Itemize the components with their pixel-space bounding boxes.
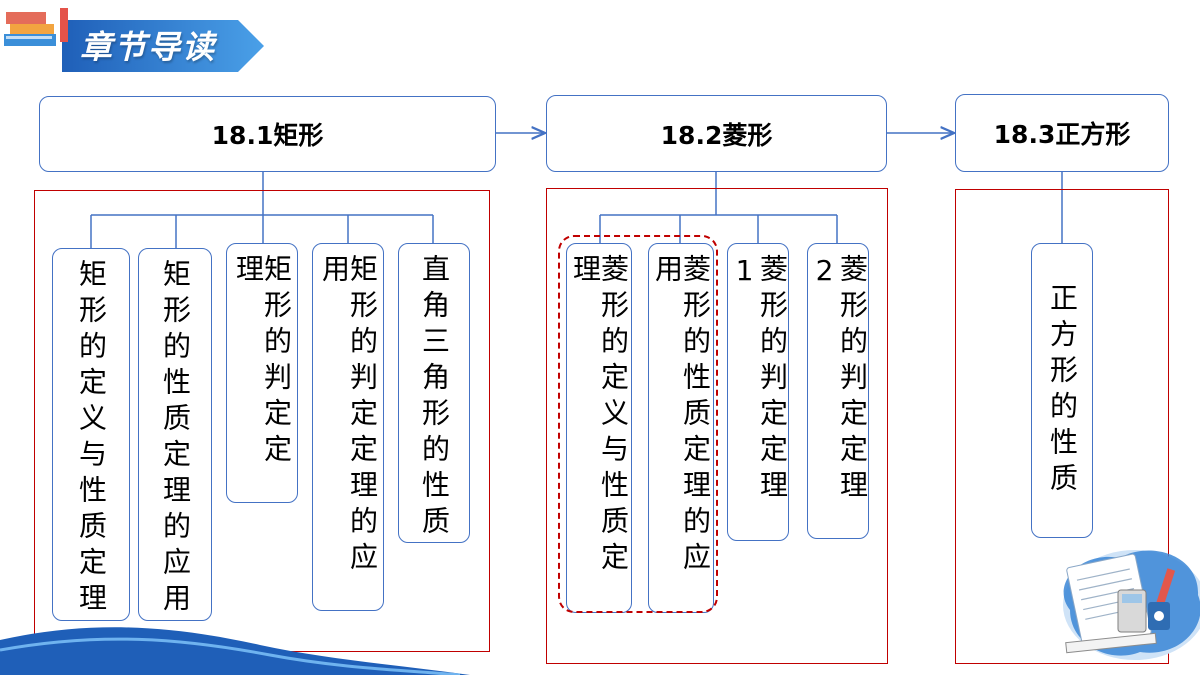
page-title: 章节导读 [80, 28, 217, 66]
topic-label: 矩形的定义与性质定理 [75, 259, 108, 619]
wave-decoration [0, 627, 470, 675]
topic-label: 矩形的判定定理 [232, 254, 293, 470]
calculator-icon [1117, 589, 1147, 633]
tree-section-1 [90, 172, 434, 248]
topic-box-2-4: 菱形的判定定理2 [807, 243, 869, 539]
topic-box-1-1: 矩形的定义与性质定理 [52, 248, 130, 621]
topic-box-1-5: 直角三角形的性质 [398, 243, 470, 543]
tree-section-2 [599, 172, 838, 243]
section-title-box-2: 18.2菱形 [546, 95, 887, 172]
section-title-1: 18.1矩形 [211, 121, 324, 150]
section-title-3: 18.3正方形 [993, 120, 1131, 149]
math-illustration [1063, 550, 1200, 660]
highlight-dashed-frame [558, 235, 718, 613]
section-title-box-1: 18.1矩形 [39, 96, 496, 172]
group-frame-3 [955, 189, 1169, 664]
cup-icon [1148, 602, 1170, 630]
topic-box-2-3: 菱形的判定定理1 [727, 243, 789, 541]
topic-box-1-4: 矩形的判定定理的应用 [312, 243, 384, 611]
topic-label: 矩形的判定定理的应用 [318, 254, 379, 578]
topic-box-2-1: 菱形的定义与性质定理 [566, 243, 632, 613]
topic-label: 菱形的判定定理1 [728, 254, 789, 506]
topic-label: 矩形的性质定理的应用 [159, 259, 192, 619]
topic-box-2-2: 菱形的性质定理的应用 [648, 243, 714, 613]
group-frame-2 [546, 188, 888, 664]
topic-label: 菱形的判定定理2 [808, 254, 869, 506]
books-icon [4, 8, 68, 46]
topic-label: 正方形的性质 [1046, 282, 1079, 499]
section-title-box-3: 18.3正方形 [955, 94, 1169, 172]
ruler-icon [1065, 632, 1157, 654]
topic-box-1-3: 矩形的判定定理 [226, 243, 298, 503]
topic-label: 菱形的定义与性质定理 [569, 254, 630, 578]
topic-label: 直角三角形的性质 [418, 254, 451, 542]
topic-box-3-1: 正方形的性质 [1031, 243, 1093, 538]
section-title-2: 18.2菱形 [660, 120, 773, 150]
header-banner [4, 8, 264, 72]
topic-box-1-2: 矩形的性质定理的应用 [138, 248, 212, 621]
topic-label: 菱形的性质定理的应用 [651, 254, 712, 578]
